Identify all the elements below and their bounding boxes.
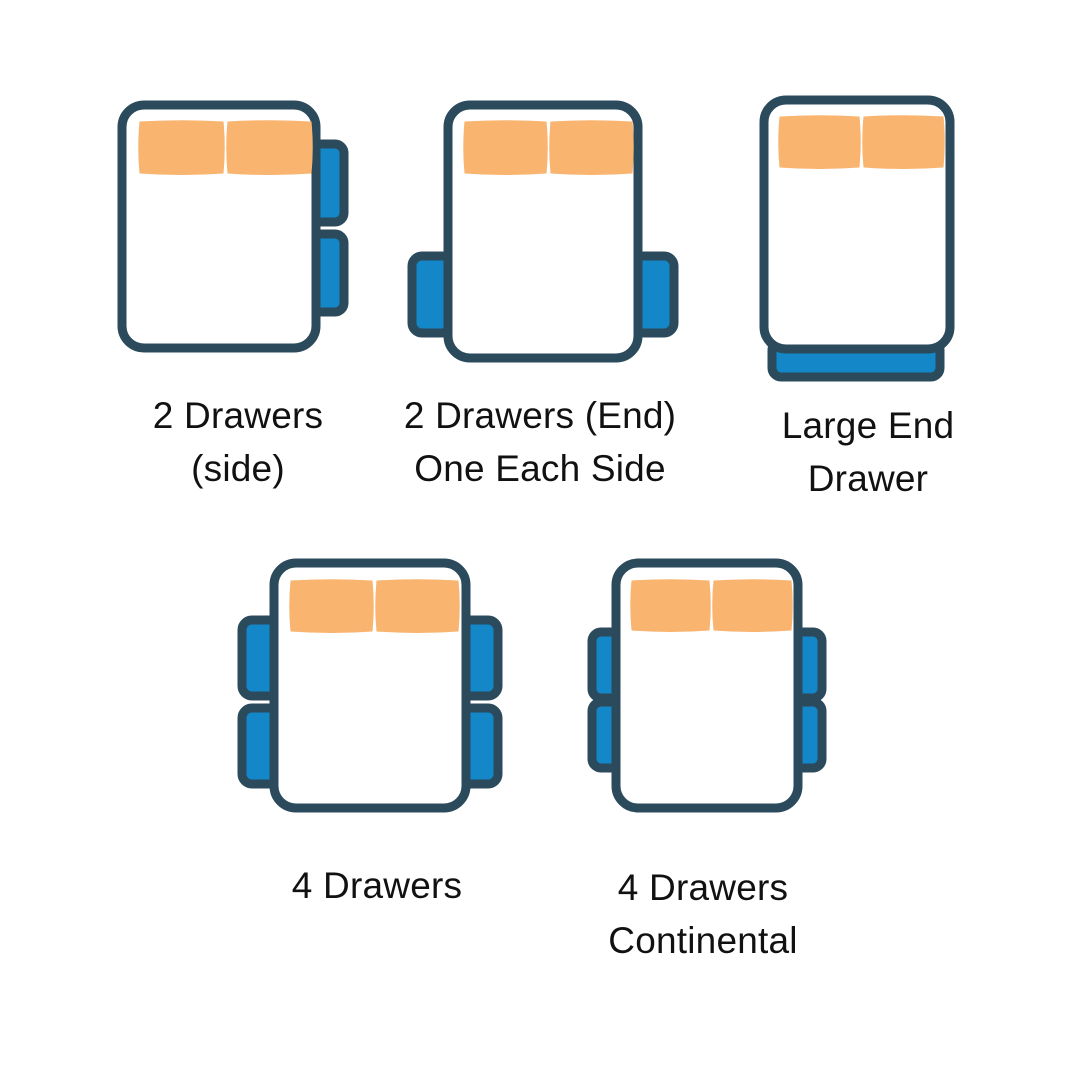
bed-option-label-four-drawers: 4 Drawers bbox=[291, 865, 463, 906]
pillow-right-icon bbox=[712, 579, 793, 632]
pillow-group bbox=[778, 115, 945, 169]
bed-option-two-drawers-side[interactable] bbox=[100, 86, 370, 366]
pillow-right-icon bbox=[226, 120, 313, 175]
pillow-left-icon bbox=[463, 120, 548, 175]
bed-option-large-end-drawer[interactable] bbox=[742, 76, 972, 396]
pillow-right-icon bbox=[862, 115, 945, 169]
pillow-group bbox=[630, 579, 793, 632]
pillow-left-icon bbox=[778, 115, 861, 169]
bed-option-four-drawers-continental[interactable] bbox=[572, 548, 842, 828]
bed-option-label-two-drawers-side: 2 Drawers (side) bbox=[152, 395, 324, 489]
bed-option-two-drawers-end[interactable] bbox=[398, 86, 688, 371]
pillow-group bbox=[463, 120, 634, 175]
bed-option-label-large-end-drawer: Large End Drawer bbox=[781, 405, 955, 499]
pillow-left-icon bbox=[138, 120, 225, 175]
bed-option-label-two-drawers-end: 2 Drawers (End) One Each Side bbox=[403, 395, 677, 489]
pillow-right-icon bbox=[549, 120, 634, 175]
pillow-left-icon bbox=[630, 579, 711, 632]
pillow-right-icon bbox=[375, 579, 460, 633]
pillow-group bbox=[289, 579, 460, 633]
pillow-group bbox=[138, 120, 313, 175]
pillow-left-icon bbox=[289, 579, 374, 633]
bed-option-label-four-drawers-continental: 4 Drawers Continental bbox=[608, 867, 798, 961]
bed-option-four-drawers[interactable] bbox=[230, 548, 510, 828]
drawer-group-sides bbox=[407, 251, 679, 338]
